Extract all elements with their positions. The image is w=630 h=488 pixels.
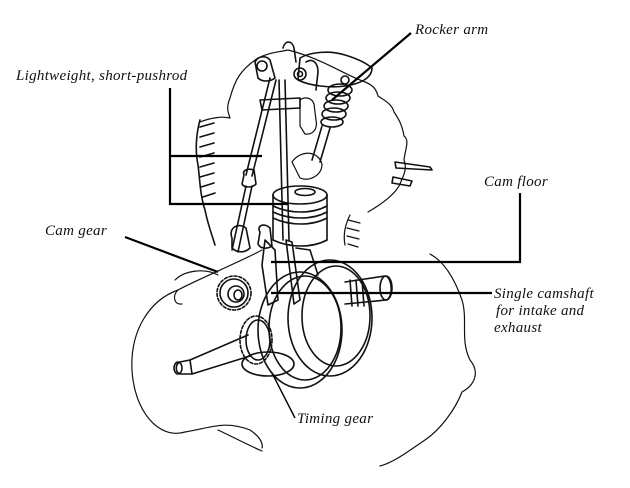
cylinder-fins-left (195, 119, 216, 246)
crankshaft-taper (173, 334, 251, 375)
cam-followers (230, 224, 301, 306)
piston (272, 185, 328, 247)
label-rocker-arm: Rocker arm (415, 22, 489, 38)
valve-stem-housing (291, 152, 323, 180)
timing-gear (239, 315, 295, 377)
timing-gear-leader (271, 372, 296, 419)
crankcase-boss (173, 270, 219, 305)
cylinder-fins-right (343, 214, 361, 248)
cam-gear (216, 275, 252, 311)
crankcase-lower-edge (217, 429, 263, 452)
pushrod-leader (168, 88, 288, 206)
crank-flywheels (257, 247, 373, 389)
rocker-arm-leader (331, 32, 412, 101)
cam-floor-leader (271, 193, 522, 264)
crankshaft-right-stub (344, 275, 393, 307)
crankcase-right-outline (379, 253, 476, 467)
exhaust-studs (391, 161, 433, 187)
pushrods (231, 77, 301, 253)
rocker-assembly (254, 41, 373, 91)
label-cam-gear: Cam gear (45, 223, 107, 239)
label-pushrod: Lightweight, short-pushrod (16, 68, 188, 84)
valve-port (299, 97, 317, 135)
cylinder-head-left (199, 97, 231, 123)
label-cam-floor: Cam floor (484, 174, 548, 190)
valve-spring (311, 75, 353, 163)
label-single-camshaft-1: Single camshaft (494, 286, 594, 302)
cam-gear-leader (124, 235, 219, 274)
label-timing-gear: Timing gear (297, 411, 374, 427)
label-single-camshaft-3: exhaust (494, 320, 542, 336)
label-single-camshaft-2: for intake and (496, 303, 585, 319)
cylinder-head-outline (229, 49, 408, 213)
crankcase-outline (131, 249, 263, 449)
